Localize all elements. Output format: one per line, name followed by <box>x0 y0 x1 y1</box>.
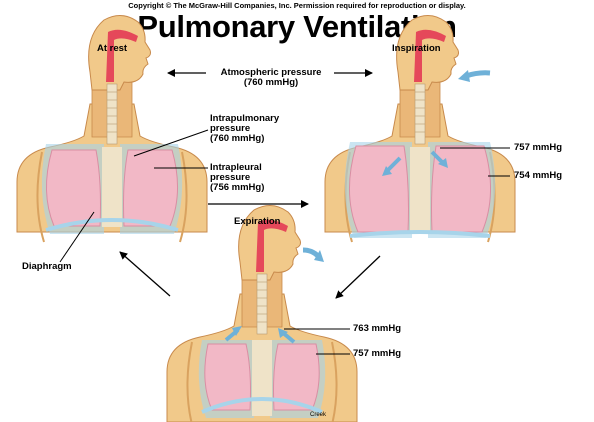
right-lung <box>124 150 178 226</box>
cycle-arrow-inspiration-to-expiration <box>336 256 380 298</box>
label-intrapulmonary-pressure: Intrapulmonary pressure (760 mmHg) <box>210 114 279 144</box>
label-diaphragm: Diaphragm <box>22 262 72 272</box>
label-atmospheric-pressure: Atmospheric pressure (760 mmHg) <box>206 68 336 88</box>
intrapleural-value: (756 mmHg) <box>210 183 264 193</box>
label-exp-intrapulmonary: 763 mmHg <box>353 324 401 334</box>
artist-credit: Creek <box>310 412 326 418</box>
figure-expiration <box>167 205 357 422</box>
inhale-airflow-icon <box>466 73 490 76</box>
cycle-arrow-expiration-to-rest <box>120 252 170 296</box>
label-intrapleural-pressure: Intrapleural pressure (756 mmHg) <box>210 163 264 193</box>
intrapulmonary-value: (760 mmHg) <box>210 134 279 144</box>
exhale-airflow-icon <box>303 250 318 256</box>
label-insp-intrapulmonary: 757 mmHg <box>514 143 562 153</box>
label-at-rest: At rest <box>97 44 127 54</box>
label-inspiration: Inspiration <box>392 44 441 54</box>
label-expiration: Expiration <box>234 217 280 227</box>
label-exp-intrapleural: 757 mmHg <box>353 349 401 359</box>
atmospheric-value: (760 mmHg) <box>206 78 336 88</box>
label-insp-intrapleural: 754 mmHg <box>514 171 562 181</box>
inhale-arrowhead-icon <box>458 70 470 82</box>
